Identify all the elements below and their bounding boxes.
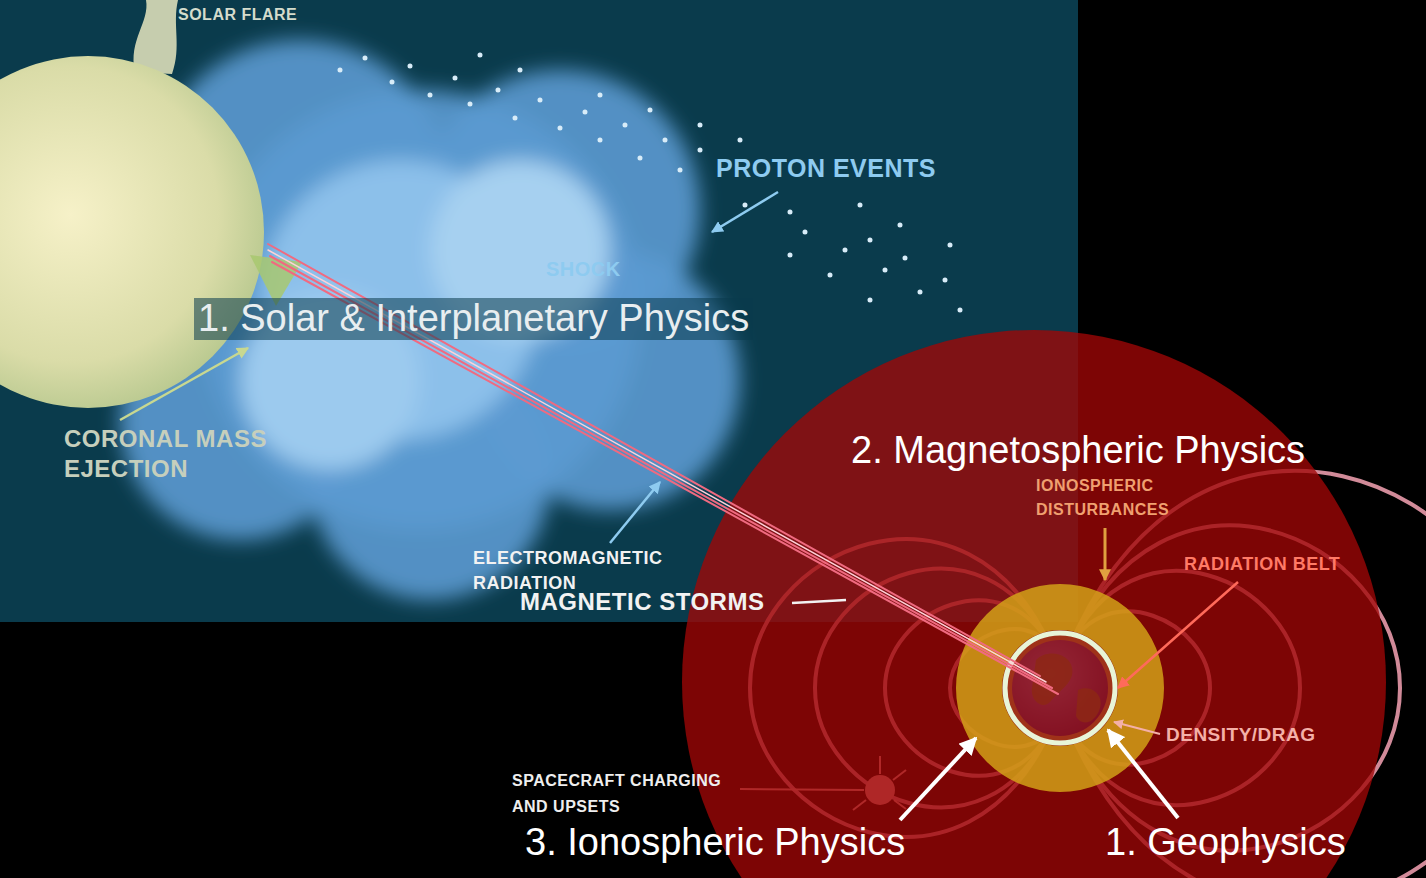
ejection-pointer — [120, 348, 248, 420]
drag-pointer — [1114, 722, 1160, 734]
flare-label: SOLAR FLARE — [178, 6, 297, 24]
electromagnetic-rays — [268, 244, 1058, 694]
proton-pointer — [712, 192, 778, 232]
geosphere-circle: 1. Geophysics — [1002, 630, 1118, 746]
solar-flare-plume — [134, 0, 178, 74]
region-heading: 3. Ionospheric Physics — [525, 822, 905, 864]
sun-disc — [0, 56, 264, 408]
ejection-label: CORONAL MASS EJECTION — [64, 424, 314, 484]
region-disc — [682, 330, 1386, 878]
radiation-pointer — [610, 482, 660, 543]
drag-label: DENSITY/DRAG — [1166, 724, 1316, 746]
disturbance-label: IONOSPHERIC DISTURBANCES — [1036, 474, 1196, 522]
belt-label: RADIATION BELT — [1184, 554, 1340, 575]
geosphere-circle-outline — [1002, 630, 1118, 746]
region-heading: 1. Geophysics — [1105, 822, 1346, 864]
magnetosphere-region: 2. Magnetospheric Physics3. Ionospheric … — [682, 330, 1386, 878]
proton-label: PROTON EVENTS — [716, 154, 936, 183]
belt-pointer — [1118, 582, 1238, 688]
region-outline — [1005, 633, 1115, 743]
spacecraft-label: SPACECRAFT CHARGING AND UPSETS — [512, 768, 747, 820]
disturbance-pointer — [1104, 528, 1107, 580]
region-heading: 2. Magnetospheric Physics — [851, 430, 1305, 472]
proton-dots — [338, 53, 963, 313]
storm-pointer — [792, 600, 846, 603]
storm-label: MAGNETIC STORMS — [520, 588, 764, 616]
region-heading: 1. Solar & Interplanetary Physics — [194, 298, 753, 340]
ionosphere-leader — [900, 738, 976, 820]
shock-label: SHOCK — [546, 258, 621, 281]
